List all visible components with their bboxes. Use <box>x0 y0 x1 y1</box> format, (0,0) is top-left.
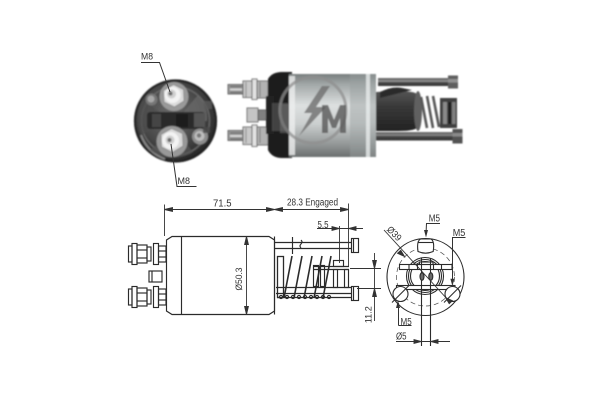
svg-text:M5: M5 <box>429 213 441 224</box>
svg-text:5.5: 5.5 <box>318 220 329 231</box>
svg-text:M8: M8 <box>141 52 153 63</box>
svg-text:M8: M8 <box>178 176 191 187</box>
svg-text:11.2: 11.2 <box>364 306 375 323</box>
svg-text:Ø5: Ø5 <box>396 332 407 343</box>
svg-text:Ø50.3: Ø50.3 <box>234 268 244 291</box>
svg-text:28.3 Engaged: 28.3 Engaged <box>287 198 338 209</box>
svg-text:71.5: 71.5 <box>213 199 232 210</box>
svg-text:M5: M5 <box>401 317 413 328</box>
svg-text:M5: M5 <box>453 228 466 239</box>
